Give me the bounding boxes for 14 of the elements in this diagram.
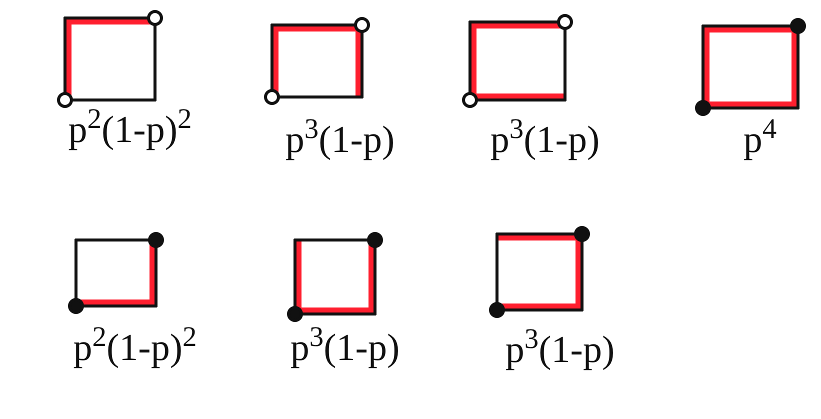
formula-label: p$^{2}$(1-p)$^{2}$	[68, 111, 192, 149]
formula-label: p$^{2}$(1-p)$^{2}$	[73, 329, 197, 367]
formula-label: p$^{3}$(1-p)	[505, 331, 615, 369]
formula-label: p$^{3}$(1-p)	[285, 121, 395, 159]
square-outline	[64, 16, 156, 102]
formula-label: p$^{4}$	[743, 121, 777, 159]
square-outline	[468, 20, 566, 102]
square-outline	[270, 24, 364, 98]
formula-label: p$^{3}$(1-p)	[490, 121, 600, 159]
square-outline	[74, 238, 158, 308]
formula-label: p$^{3}$(1-p)	[290, 329, 400, 367]
square-outline	[294, 238, 376, 316]
square-outline	[496, 232, 584, 312]
square-outline	[702, 24, 800, 110]
